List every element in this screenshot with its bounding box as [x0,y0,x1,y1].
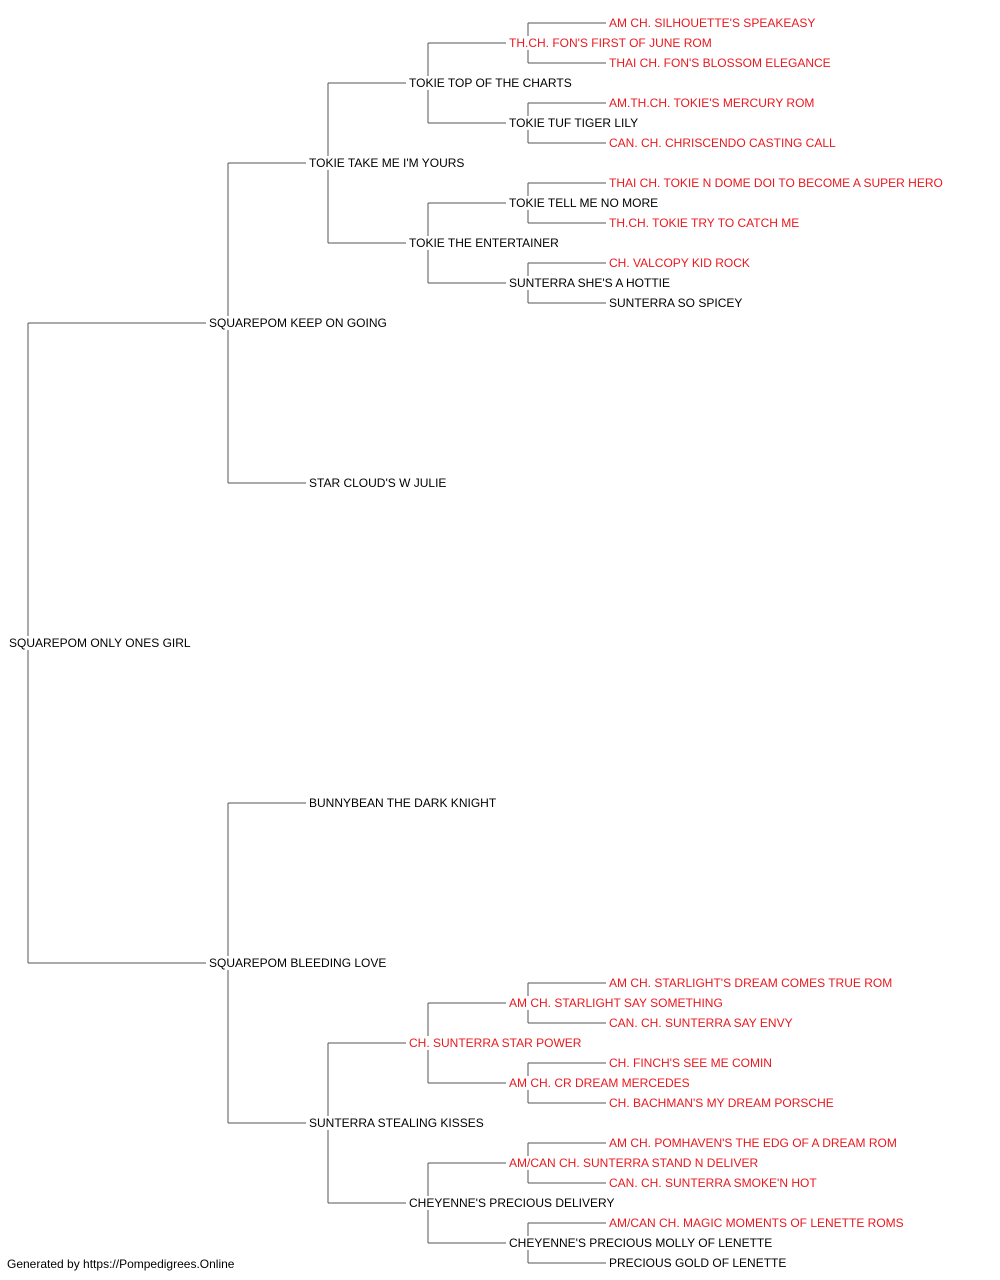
pedigree-entry-gen2: SUNTERRA STEALING KISSES [308,1116,485,1130]
pedigree-entry-gen5: CH. BACHMAN'S MY DREAM PORSCHE [608,1096,835,1110]
pedigree-entry-gen4: TOKIE TUF TIGER LILY [508,116,640,130]
pedigree-entry-gen1: SQUAREPOM BLEEDING LOVE [208,956,388,970]
pedigree-entry-gen5: CH. VALCOPY KID ROCK [608,256,751,270]
pedigree-entry-gen5: AM.TH.CH. TOKIE'S MERCURY ROM [608,96,816,110]
pedigree-entry-gen2: TOKIE TAKE ME I'M YOURS [308,156,466,170]
pedigree-entry-gen5: PRECIOUS GOLD OF LENETTE [608,1256,788,1270]
pedigree-entry-gen4: TH.CH. FON'S FIRST OF JUNE ROM [508,36,713,50]
pedigree-entry-gen5: THAI CH. FON'S BLOSSOM ELEGANCE [608,56,832,70]
pedigree-entry-gen5: CAN. CH. CHRISCENDO CASTING CALL [608,136,837,150]
generated-by-footer: Generated by https://Pompedigrees.Online [7,1257,235,1271]
pedigree-entry-gen5: SUNTERRA SO SPICEY [608,296,744,310]
pedigree-entry-gen1: SQUAREPOM KEEP ON GOING [208,316,388,330]
pedigree-entry-gen4: AM CH. CR DREAM MERCEDES [508,1076,691,1090]
pedigree-entry-gen2: STAR CLOUD'S W JULIE [308,476,448,490]
pedigree-entry-gen5: THAI CH. TOKIE N DOME DOI TO BECOME A SU… [608,176,944,190]
pedigree-entry-gen3: TOKIE TOP OF THE CHARTS [408,76,573,90]
pedigree-entry-gen3: CH. SUNTERRA STAR POWER [408,1036,583,1050]
pedigree-entry-gen4: AM CH. STARLIGHT SAY SOMETHING [508,996,724,1010]
pedigree-entry-gen4: AM/CAN CH. SUNTERRA STAND N DELIVER [508,1156,760,1170]
pedigree-entry-gen5: TH.CH. TOKIE TRY TO CATCH ME [608,216,801,230]
pedigree-entry-gen4: TOKIE TELL ME NO MORE [508,196,660,210]
pedigree-entry-gen5: AM CH. SILHOUETTE'S SPEAKEASY [608,16,817,30]
pedigree-entry-gen2: BUNNYBEAN THE DARK KNIGHT [308,796,498,810]
pedigree-entry-gen3: CHEYENNE'S PRECIOUS DELIVERY [408,1196,616,1210]
pedigree-entry-gen5: AM CH. POMHAVEN'S THE EDG OF A DREAM ROM [608,1136,898,1150]
pedigree-entry-gen3: TOKIE THE ENTERTAINER [408,236,560,250]
pedigree-entry-gen5: AM/CAN CH. MAGIC MOMENTS OF LENETTE ROMS [608,1216,905,1230]
pedigree-entry-gen5: CAN. CH. SUNTERRA SMOKE'N HOT [608,1176,818,1190]
pedigree-entry-gen5: AM CH. STARLIGHT'S DREAM COMES TRUE ROM [608,976,894,990]
pedigree-entry-gen4: SUNTERRA SHE'S A HOTTIE [508,276,671,290]
pedigree-entry-gen5: CAN. CH. SUNTERRA SAY ENVY [608,1016,794,1030]
pedigree-entry-gen4: CHEYENNE'S PRECIOUS MOLLY OF LENETTE [508,1236,774,1250]
pedigree-entry-gen0: SQUAREPOM ONLY ONES GIRL [8,636,192,650]
pedigree-entry-gen5: CH. FINCH'S SEE ME COMIN [608,1056,773,1070]
